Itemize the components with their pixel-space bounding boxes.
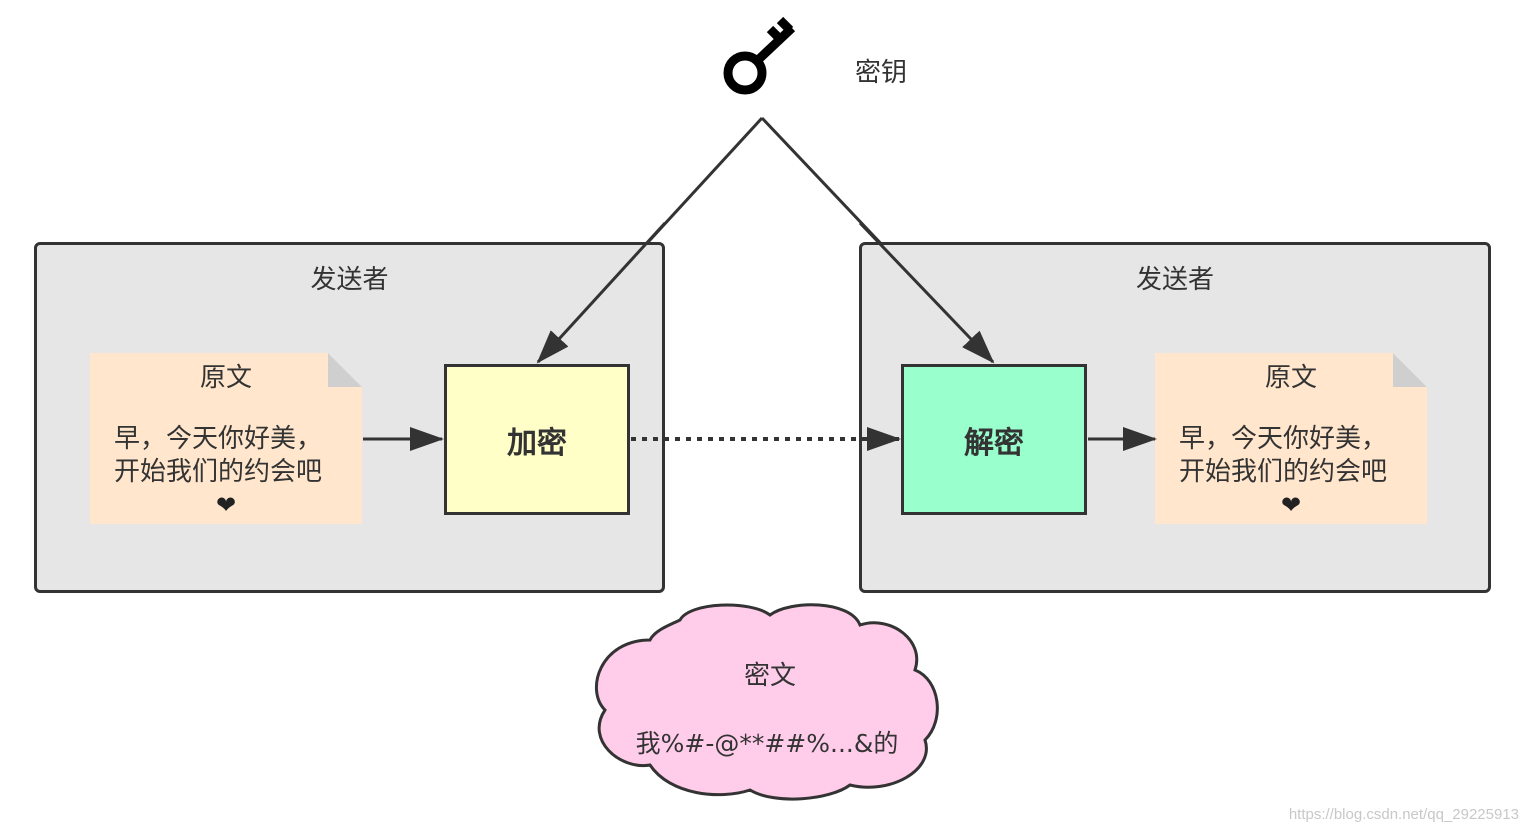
- plaintext-body: 早，今天你好美， 开始我们的约会吧: [1179, 423, 1417, 489]
- plaintext-title: 原文: [1264, 363, 1317, 393]
- plaintext-note-left: 原文 早，今天你好美， 开始我们的约会吧 ❤: [90, 353, 362, 524]
- plaintext-note-right: 原文 早，今天你好美， 开始我们的约会吧 ❤: [1155, 353, 1427, 524]
- heart-icon: ❤: [1280, 491, 1302, 519]
- ciphertext-title: 密文: [743, 661, 796, 691]
- ciphertext-cloud: [595, 603, 939, 801]
- plaintext-line-1: 早，今天你好美，: [114, 424, 323, 454]
- key-label: 密钥: [855, 58, 908, 88]
- watermark: https://blog.csdn.net/qq_29225913: [1288, 806, 1519, 823]
- plaintext-line-2: 开始我们的约会吧: [1179, 457, 1388, 487]
- encrypt-box: 加密: [444, 364, 630, 515]
- receiver-panel-title: 发送者: [1135, 265, 1214, 295]
- key-icon: [723, 16, 796, 95]
- plaintext-title: 原文: [199, 363, 252, 393]
- plaintext-body: 早，今天你好美， 开始我们的约会吧: [114, 423, 352, 489]
- plaintext-line-2: 开始我们的约会吧: [114, 457, 323, 487]
- decrypt-box: 解密: [901, 364, 1087, 515]
- ciphertext-content: 我%#-@**##%...&的: [635, 729, 899, 758]
- plaintext-line-1: 早，今天你好美，: [1179, 424, 1388, 454]
- heart-icon: ❤: [215, 491, 237, 519]
- sender-panel-title: 发送者: [310, 265, 389, 295]
